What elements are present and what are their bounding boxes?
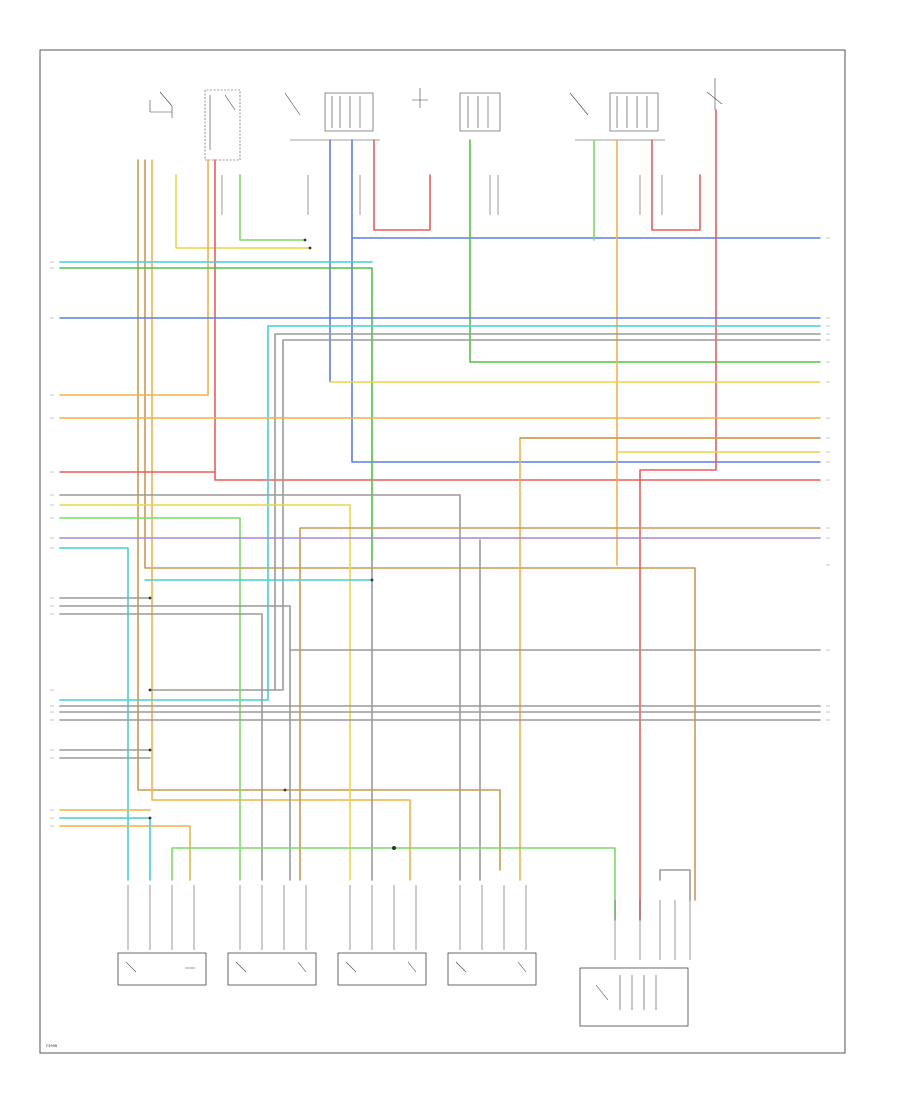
wire-gray-h19	[59, 705, 821, 721]
top-relay-2	[412, 88, 501, 132]
splice-points	[148, 238, 396, 850]
bottom-connector-stubs	[127, 885, 691, 960]
wire-orange-b	[59, 159, 209, 396]
bottom-module-3	[337, 952, 427, 986]
wire-gray-h4	[149, 339, 821, 691]
wire-gray-h10	[59, 494, 461, 881]
top-switch-right	[706, 78, 723, 110]
bottom-module-2	[227, 952, 317, 986]
wire-cyan-h2	[59, 325, 821, 701]
wire-green-top	[59, 267, 373, 561]
top-relay-3	[569, 92, 665, 141]
wire-gray-bottom-2	[659, 869, 691, 901]
wire-gray-h20	[59, 749, 151, 759]
wire-yellow-a	[175, 174, 311, 249]
right-edge-ticks	[826, 237, 830, 721]
footer-code: F3998	[46, 1044, 58, 1048]
wire-gray-h3	[274, 333, 821, 691]
bottom-module-4	[447, 952, 537, 986]
wire-red-right	[639, 109, 717, 921]
wire-blue-c	[351, 237, 821, 463]
bottom-relay-right	[579, 967, 689, 1027]
top-connector-stubs	[137, 160, 717, 215]
wire-red-a	[214, 159, 821, 481]
diagram-border	[39, 49, 846, 1054]
wire-cyan-bottom	[59, 817, 151, 881]
wire-orange-bottom	[59, 809, 191, 881]
left-edge-ticks	[50, 261, 54, 827]
wire-tan-h13	[299, 527, 821, 881]
wire-red-loop	[373, 139, 431, 231]
wire-red-loop-2	[651, 139, 701, 231]
wire-green-right	[469, 139, 821, 363]
wire-yellow-h11	[59, 504, 351, 881]
wire-blue-main	[351, 139, 821, 239]
wire-gray-h17	[59, 597, 291, 881]
wire-tan-trunk-2	[144, 159, 696, 901]
wire-orange-trunk	[151, 159, 411, 881]
wire-tan-trunk-1	[137, 159, 501, 871]
wire-green-a	[239, 174, 306, 241]
top-relay-1	[284, 92, 380, 141]
wire-green-bottom	[171, 847, 616, 921]
wire-gray-vert	[371, 539, 481, 881]
wire-cyan-h15	[59, 547, 129, 881]
top-switch-left	[149, 89, 241, 161]
bottom-module-1	[117, 952, 207, 986]
wire-green-h12	[59, 517, 241, 881]
